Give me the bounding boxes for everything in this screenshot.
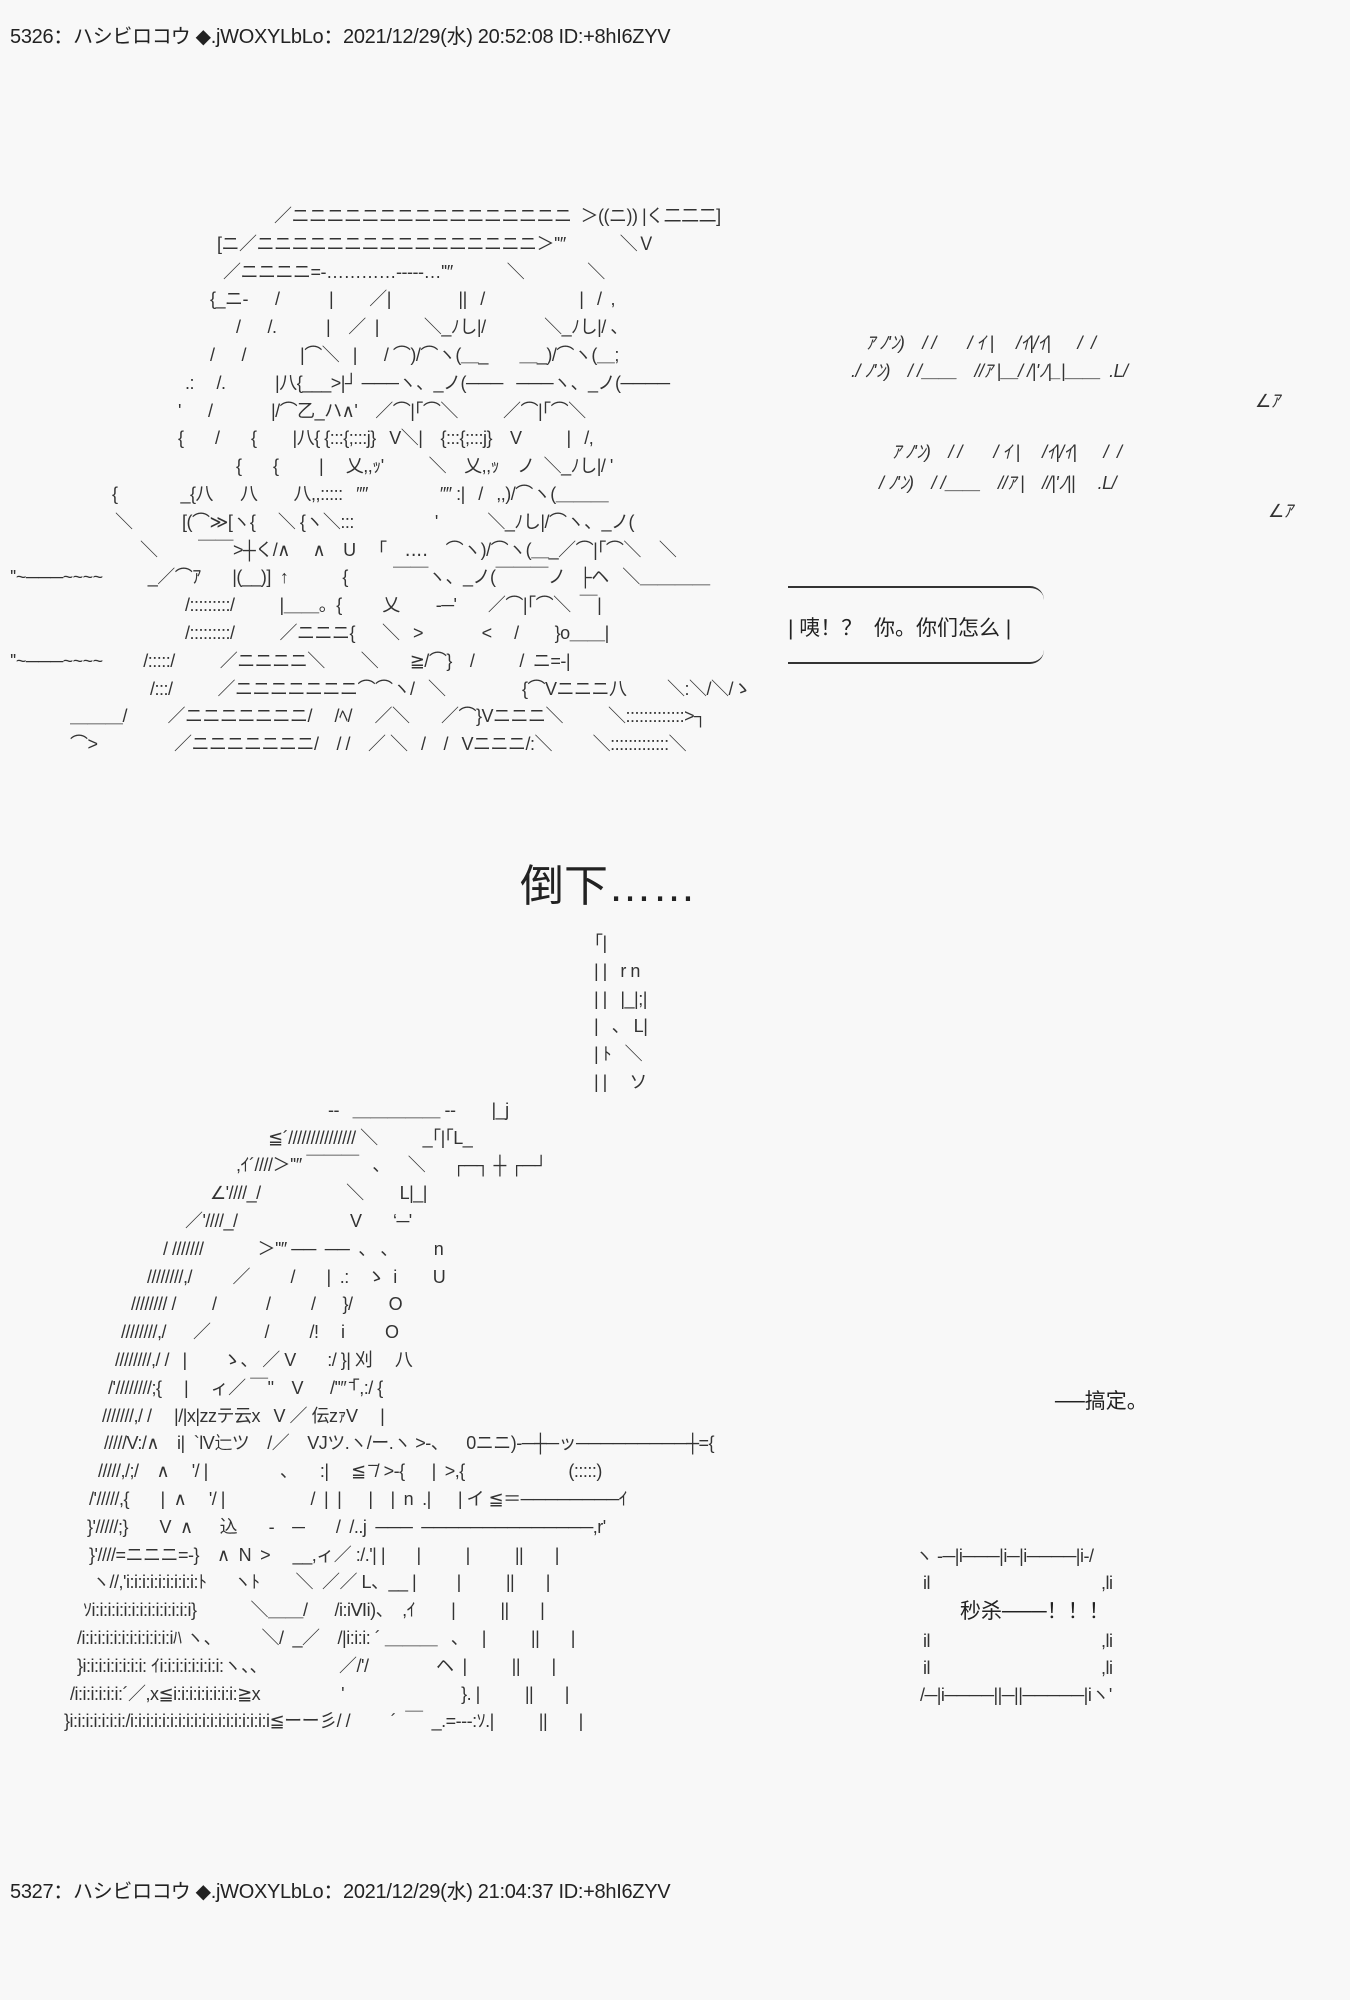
art-line: /i:i:i:i:i:i:i:i:i:i:i:iﾊ ヽ、 ＼/ _／ /|i:i… [77,1628,575,1648]
art-line: /'/////,{ | ∧ '/ | / | | | | n .| | イ ≦＝… [89,1489,628,1509]
art-line: ''~───~~~~ /:::::/ ／ニニニニ＼ ＼ ≧/⌒} / / ニ=-… [10,650,571,671]
art-line: [ニ／ニニニニニニニニニニニニニニニニ＞''″ ＼Ｖ [217,233,655,254]
art-line: | | r n [594,960,640,981]
art-line: ヽ//,'i:i:i:i:i:i:i:i:i:ﾄ ヽﾄ ＼ ／／ L、__ | … [92,1572,550,1593]
art-line: ///////,/ / |/|x|zzテ云x V ／ 伝zｧV | [102,1405,385,1426]
art-line: .: /. |八{___>|┘ ───ヽ、_ノ(─── ───ヽ、_ノ(──── [185,372,670,393]
kill-box-line: il ,li [923,1573,1113,1593]
art-line: | ﾄ ＼ [594,1044,643,1065]
caption-done: ──搞定。 [1055,1390,1148,1413]
speech-bubble: | 咦！？ 你。你们怎么 | [788,586,1044,664]
art-line: ' / |/⌒乙_ハ∧' ／⌒|｢⌒＼ ／⌒|｢⌒＼ [178,400,586,421]
art-line: }i:i:i:i:i:i:i:i: ｲi:i:i:i:i:i:i:i:ヽ、、 ／… [77,1655,556,1676]
art-line: }i:i:i:i:i:i:i:/i:i:i:i:i:i:i:i:i:i:i:i:… [64,1711,583,1732]
art-line: }'/////;} V ∧ 込 - ─ / /..j ─── ─────────… [87,1516,606,1537]
caption-kill: 秒杀───！！！ [960,1600,1110,1623]
art-line: ∠'////_/ ＼ L|_| [210,1183,428,1204]
kill-box-line: /─|i────||─||─────|iヽ' [920,1685,1112,1705]
kill-box-line: il ,li [923,1631,1113,1651]
post-header-5326: 5326：ハシビロコウ ◆.jWOXYLbLo：2021/12/29(水) 20… [10,26,671,48]
sound-effect-line: ./ ﾉ'ﾝ) / /＿＿ //ｱ |＿/ /|'ﾉ|_|＿＿ .L/ [851,361,1128,381]
art-line: ＼ [(⌒≫[ヽ{ ＼ {ヽ＼::: ' ＼_ﾉし|/⌒ヽ、_ノ( [115,511,635,532]
art-line: /:::/ ／ニニニニニニニ⌒⌒ヽ/ ＼ {⌒Vニニニ八 ＼:＼/＼/ゝ [150,678,751,699]
art-line: ////////,/ / | ゝ、 ／ V :/ }| 刈 八 [115,1350,413,1370]
art-line: | | ソ [594,1072,647,1092]
speech-bubble-text: | 咦！？ 你。你们怎么 | [788,617,1012,640]
art-line: ≦´/////////////// ＼ _｢|｢L_ [268,1127,473,1148]
art-line: /:::::::::/ ／ニニニ{ ＼ > < / }o＿＿| [185,623,609,643]
sound-effect-line: ｱ ﾉ'ﾝ) / / / ｲ | /ｲ|/ｲ| / / [892,442,1122,462]
art-line: /'////////;{ | ィ／ ￣" V /''″ ̄｢,:/ { [108,1377,383,1398]
sound-effect-line: ｱ ﾉ'ﾝ) / / / ｲ | /ｲ|/ｲ| / / [866,333,1096,353]
art-line: ⌒> ／ニニニニニニニ/ / / ／ ＼ / / Vニニニ/:＼ ＼::::::… [70,734,687,755]
sound-effect-line: ∠ｱ [1268,501,1293,521]
art-line: ／ニニニニ=‐…………‐‐‐‐‐…''″ ＼ ＼ [223,261,605,282]
art-line: /////V:/∧ i| `lV辷ツ /／ VJツ.ヽ/ー.ヽ >-、 0ニニ)… [104,1433,715,1454]
sound-effect-line: ∠ｱ [1255,391,1280,411]
art-line: /:::::::::/ |＿＿。{ 乂 ‐─' ／⌒|｢⌒＼ ￣| [185,595,602,616]
art-line: /////,/;/ ∧ '/ | 、 :| ≦ ̄ ̄/ >-{ | >,{ (… [98,1461,602,1482]
art-line: { _{八 八 八,,::::: ″″ ″″ :| / ,,)/⌒ヽ(＿＿＿ [112,484,609,504]
art-line: ＿＿＿/ ／ニニニニニニニ/ /ﾍ/ ／＼ ／⌒}Vニニニ＼ ＼::::::::… [70,706,707,727]
art-line: | 、 L| [594,1016,648,1037]
art-line: //////// / / / / }/ O [131,1294,403,1315]
art-line: ////////,/ ／ / | .: ゝ i U [147,1266,446,1287]
art-line: | | |_|;| [594,988,647,1009]
art-line: /i:i:i:i:i:i:´／,x≦i:i:i:i:i:i:i:i:≧x ' }… [70,1683,569,1704]
art-line: }'////=ニニニ=-} ∧ N > __,ィ／ :/.'| | | | ||… [89,1544,559,1565]
art-line: ｿi:i:i:i:i:i:i:i:i:i:i:i:i} ＼＿＿/ /i:iⅥi)… [83,1600,545,1621]
art-line: ////////,/ ／ / /! i O [121,1322,399,1343]
art-line: ｢| [594,933,607,953]
art-line: ／ニニニニニニニニニニニニニニニニ ＞((ニ)) |く二二二] [274,206,721,226]
post-header-5327: 5327：ハシビロコウ ◆.jWOXYLbLo：2021/12/29(水) 21… [10,1881,671,1903]
caption-fall: 倒下…… [520,862,696,911]
art-line: ＼ ￣￣>┼く/∧ ∧ U ｢ ‥‥ ⌒ヽ)/⌒ヽ(＿_／⌒|｢⌒＼ ＼ [140,539,677,560]
art-line: {_ニ- / | ／| || / | / , [210,289,615,310]
art-line: ／'////_/ V ‘─' [185,1211,412,1231]
art-line: ''~───~~~~ _／⌒ｱ |(__)] ↑ { ￣￣ヽ、_ノ(￣￣￣ノ ├… [10,567,710,588]
kill-box-line: il ,li [923,1658,1113,1678]
art-line: / /////// ＞''″ ── ── 、 、 n [163,1238,444,1259]
art-line: ,ｲ´////＞''″ ￣￣￣ 、 ＼ ┌─┐ ┼ ┌─┘ [236,1155,548,1176]
art-line: / /. | ／ | ＼_ﾉし|/ ＼_ﾉし|/ 、 [236,317,628,338]
art-line: / / |⌒＼ | / ⌒)/⌒ヽ(＿_ ＿_)/⌒ヽ(＿; [210,345,619,365]
sound-effect-line: / ﾉ'ﾝ) / /＿＿ //ｱ | //|'ﾉ|| .L/ [879,473,1117,493]
art-line: { { | 乂,,ｯ' ＼ 乂,,ｯ ノ ＼_ﾉし|/ ' [236,456,613,477]
kill-box-line: ヽ -─|i───|i─|i────|i-/ [915,1546,1094,1566]
art-line: { / { |八{ {:::{;:::j} V＼| {:::{;:::j} V … [178,428,594,449]
art-line: -- ＿＿＿＿＿ -- |_j [328,1099,509,1120]
